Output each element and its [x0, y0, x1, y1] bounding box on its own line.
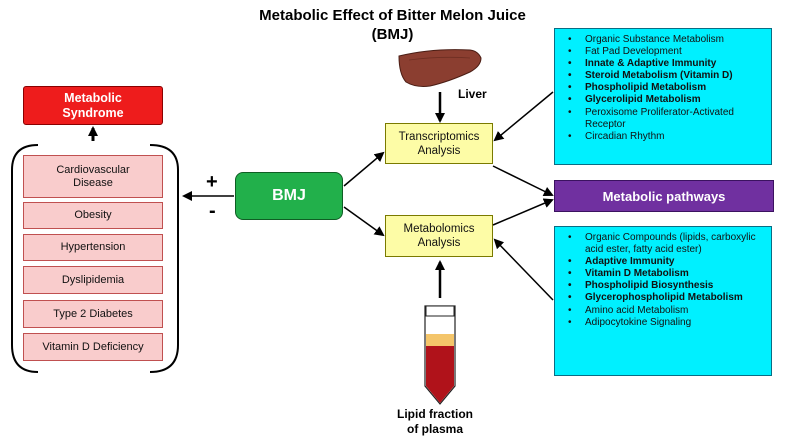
metabolic-pathways-label: Metabolic pathways — [602, 188, 726, 204]
plasma-label: Lipid fraction of plasma — [380, 407, 490, 437]
arrow-metabolomics-to-pathways — [492, 198, 554, 226]
arrow-list-to-transcriptomics — [493, 91, 554, 142]
transcriptomics-analysis-box: Transcriptomics Analysis — [385, 123, 493, 164]
arrow-bmj-to-metabolomics — [343, 206, 385, 237]
condition-cardiovascular-line1: Cardiovascular — [56, 163, 130, 176]
plus-sign: + — [206, 171, 218, 193]
condition-type2-diabetes: Type 2 Diabetes — [23, 300, 163, 328]
condition-cardiovascular: Cardiovascular Disease — [23, 155, 163, 198]
condition-obesity-label: Obesity — [74, 209, 112, 221]
transcriptomics-line2: Analysis — [417, 144, 461, 157]
transcriptomics-pathway-item: Peroxisome Proliferator-Activated Recept… — [561, 107, 765, 131]
condition-vitamin-d-deficiency: Vitamin D Deficiency — [23, 333, 163, 361]
condition-obesity: Obesity — [23, 202, 163, 229]
arrow-list-to-metabolomics — [493, 238, 554, 301]
bmj-label: BMJ — [272, 187, 306, 204]
condition-hypertension-label: Hypertension — [60, 241, 126, 253]
plasma-label-line2: of plasma — [406, 422, 463, 436]
figure-title-line1: Metabolic Effect of Bitter Melon Juice — [259, 7, 526, 24]
metabolomics-pathway-item: Adipocytokine Signaling — [561, 317, 765, 329]
metabolomics-pathway-item: Adaptive Immunity — [561, 256, 765, 268]
figure-title: Metabolic Effect of Bitter Melon Juice (… — [0, 6, 785, 44]
transcriptomics-pathway-item: Phospholipid Metabolism — [561, 82, 765, 94]
liver-label: Liver — [458, 87, 487, 101]
metabolomics-pathway-item: Organic Compounds (lipids, carboxylic ac… — [561, 232, 765, 256]
metabolomics-pathway-item: Phospholipid Biosynthesis — [561, 280, 765, 292]
condition-hypertension: Hypertension — [23, 234, 163, 261]
metabolomics-pathway-item: Vitamin D Metabolism — [561, 268, 765, 280]
metabolomics-pathway-item: Amino acid Metabolism — [561, 305, 765, 317]
transcriptomics-pathway-item: Organic Substance Metabolism — [561, 34, 765, 46]
figure-title-line2: (BMJ) — [371, 26, 414, 43]
metabolomics-pathways-list: Organic Compounds (lipids, carboxylic ac… — [554, 226, 772, 376]
condition-dyslipidemia-label: Dyslipidemia — [61, 273, 125, 286]
arrow-bmj-to-transcriptomics — [343, 151, 385, 187]
transcriptomics-pathway-item: Fat Pad Development — [561, 46, 765, 58]
metabolomics-pathway-item: Glycerophospholipid Metabolism — [561, 292, 765, 304]
metabolic-syndrome-line2: Syndrome — [62, 105, 124, 120]
condition-type2-diabetes-label: Type 2 Diabetes — [53, 307, 133, 320]
minus-sign: - — [209, 200, 216, 222]
right-bracket — [149, 144, 179, 373]
transcriptomics-pathway-item: Innate & Adaptive Immunity — [561, 58, 765, 70]
transcriptomics-pathway-item: Circadian Rhythm — [561, 131, 765, 143]
metabolomics-line2: Analysis — [417, 237, 461, 249]
metabolic-pathways-box: Metabolic pathways — [554, 180, 774, 212]
condition-cardiovascular-line2: Disease — [73, 176, 113, 189]
metabolic-syndrome-box: Metabolic Syndrome — [23, 86, 163, 125]
left-bracket — [11, 144, 39, 373]
metabolomics-line1: Metabolomics — [403, 223, 475, 235]
condition-vitamin-d-deficiency-label: Vitamin D Deficiency — [42, 340, 144, 353]
transcriptomics-pathway-item: Steroid Metabolism (Vitamin D) — [561, 70, 765, 82]
metabolomics-analysis-box: Metabolomics Analysis — [385, 215, 493, 257]
plasma-label-line1: Lipid fraction — [397, 407, 473, 421]
plasma-tube-icon — [424, 305, 456, 405]
transcriptomics-pathways-list: Organic Substance MetabolismFat Pad Deve… — [554, 28, 772, 165]
arrow-transcriptomics-to-pathways — [492, 165, 554, 196]
transcriptomics-line1: Transcriptomics — [398, 130, 480, 143]
bmj-box: BMJ — [235, 172, 343, 220]
transcriptomics-pathway-item: Glycerolipid Metabolism — [561, 94, 765, 106]
metabolic-syndrome-line1: Metabolic — [64, 90, 122, 105]
liver-icon — [398, 49, 482, 87]
condition-dyslipidemia: Dyslipidemia — [23, 266, 163, 294]
